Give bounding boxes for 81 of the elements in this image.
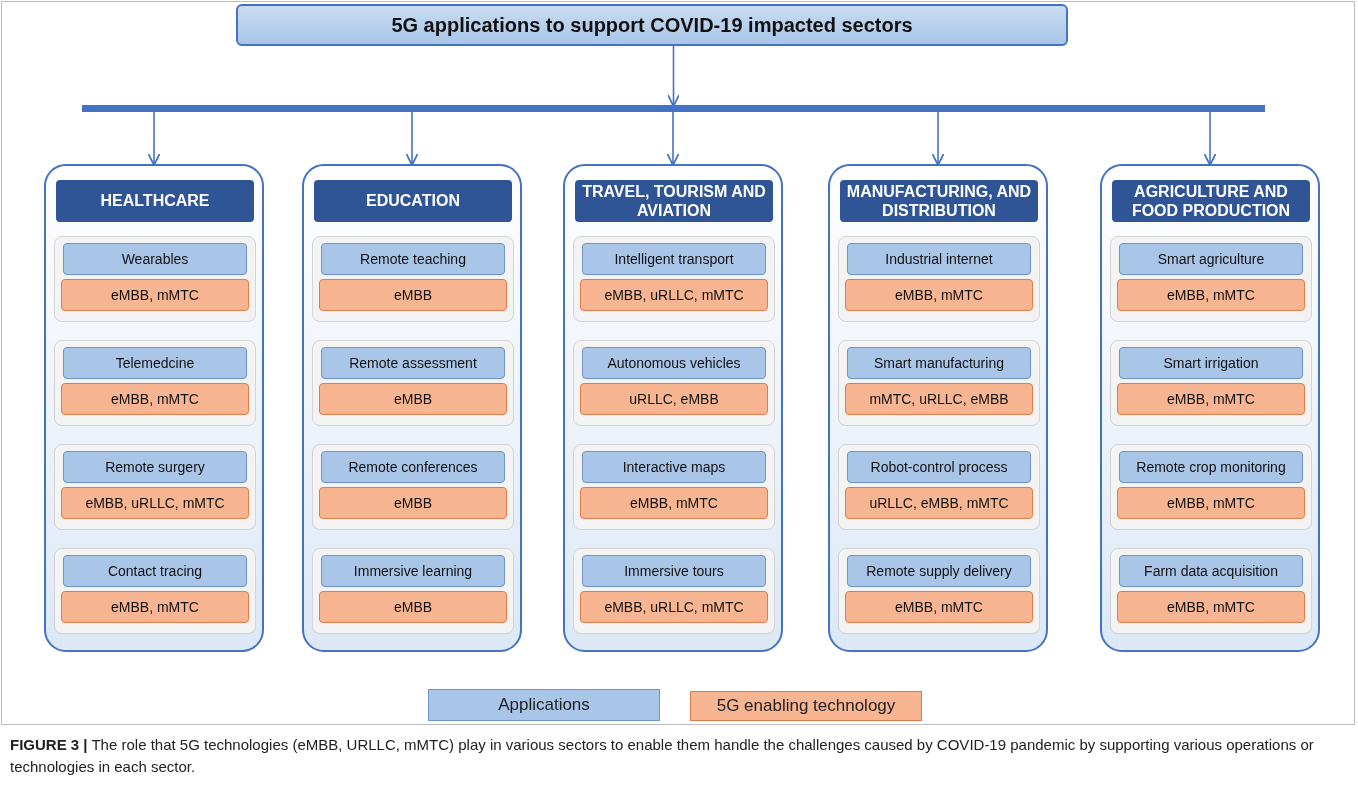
application-box: Remote supply delivery [847,555,1031,587]
application-card [1110,548,1312,634]
arrow [931,111,945,166]
technology-box: eMBB, mMTC [1117,591,1305,623]
application-box: Immersive tours [582,555,766,587]
technology-box: eMBB, mMTC [845,279,1033,311]
application-card [54,548,256,634]
application-card [54,236,256,322]
technology-box: uRLLC, eMBB [580,383,768,415]
sector-panel [563,164,783,652]
application-card [312,444,514,530]
technology-box: eMBB [319,383,507,415]
application-card [54,340,256,426]
arrow [405,111,419,166]
application-box: Farm data acquisition [1119,555,1303,587]
technology-box: mMTC, uRLLC, eMBB [845,383,1033,415]
application-card [54,444,256,530]
application-box: Smart irrigation [1119,347,1303,379]
application-box: Remote teaching [321,243,505,275]
application-box: Robot-control process [847,451,1031,483]
sector-heading: TRAVEL, TOURISM AND AVIATION [575,180,773,222]
application-card [573,340,775,426]
application-box: Remote crop monitoring [1119,451,1303,483]
arrow [666,111,680,166]
technology-box: eMBB, uRLLC, mMTC [61,487,249,519]
application-box: Intelligent transport [582,243,766,275]
sector-panel [302,164,522,652]
application-box: Contact tracing [63,555,247,587]
technology-box: eMBB [319,591,507,623]
arrow [147,111,161,166]
application-card [573,444,775,530]
technology-box: eMBB [319,487,507,519]
title-box: 5G applications to support COVID-19 impacted sectors [236,4,1068,46]
application-box: Remote surgery [63,451,247,483]
application-card [1110,444,1312,530]
technology-box: uRLLC, eMBB, mMTC [845,487,1033,519]
sector-panel [1100,164,1320,652]
application-card [838,444,1040,530]
application-box: Autonomous vehicles [582,347,766,379]
application-box: Smart agriculture [1119,243,1303,275]
technology-box: eMBB, uRLLC, mMTC [580,591,768,623]
application-card [838,340,1040,426]
application-card [312,548,514,634]
application-box: Remote conferences [321,451,505,483]
application-card [838,548,1040,634]
application-card [312,340,514,426]
distribution-bar [82,105,1265,112]
technology-box: eMBB, mMTC [61,383,249,415]
technology-box: eMBB, mMTC [580,487,768,519]
technology-box: eMBB, mMTC [845,591,1033,623]
application-card [573,236,775,322]
application-card [838,236,1040,322]
technology-box: eMBB, mMTC [1117,279,1305,311]
application-card [1110,236,1312,322]
application-card [1110,340,1312,426]
sector-heading: HEALTHCARE [56,180,254,222]
application-box: Interactive maps [582,451,766,483]
legend-label: Applications [498,695,590,715]
technology-box: eMBB, mMTC [61,279,249,311]
sector-panel [44,164,264,652]
application-box: Remote assessment [321,347,505,379]
technology-box: eMBB, mMTC [1117,487,1305,519]
application-box: Telemedcine [63,347,247,379]
application-box: Smart manufacturing [847,347,1031,379]
sector-heading: EDUCATION [314,180,512,222]
technology-box: eMBB, uRLLC, mMTC [580,279,768,311]
application-card [573,548,775,634]
technology-box: eMBB, mMTC [1117,383,1305,415]
technology-box: eMBB [319,279,507,311]
sector-panel [828,164,1048,652]
application-card [312,236,514,322]
arrow [667,45,680,107]
application-box: Wearables [63,243,247,275]
sector-heading: MANUFACTURING, AND DISTRIBUTION [840,180,1038,222]
application-box: Industrial internet [847,243,1031,275]
legend-label: 5G enabling technology [716,696,896,716]
figure-caption: FIGURE 3 | The role that 5G technologies (eMBB, URLLC, mMTC) play in various sectors to enable them handle the challenges caused by COVID-19 pandemic by supporting various operations or technologies in each sector. [10,735,1315,777]
arrow [1203,111,1217,166]
application-box: Immersive learning [321,555,505,587]
technology-box: eMBB, mMTC [61,591,249,623]
sector-heading: AGRICULTURE AND FOOD PRODUCTION [1112,180,1310,222]
